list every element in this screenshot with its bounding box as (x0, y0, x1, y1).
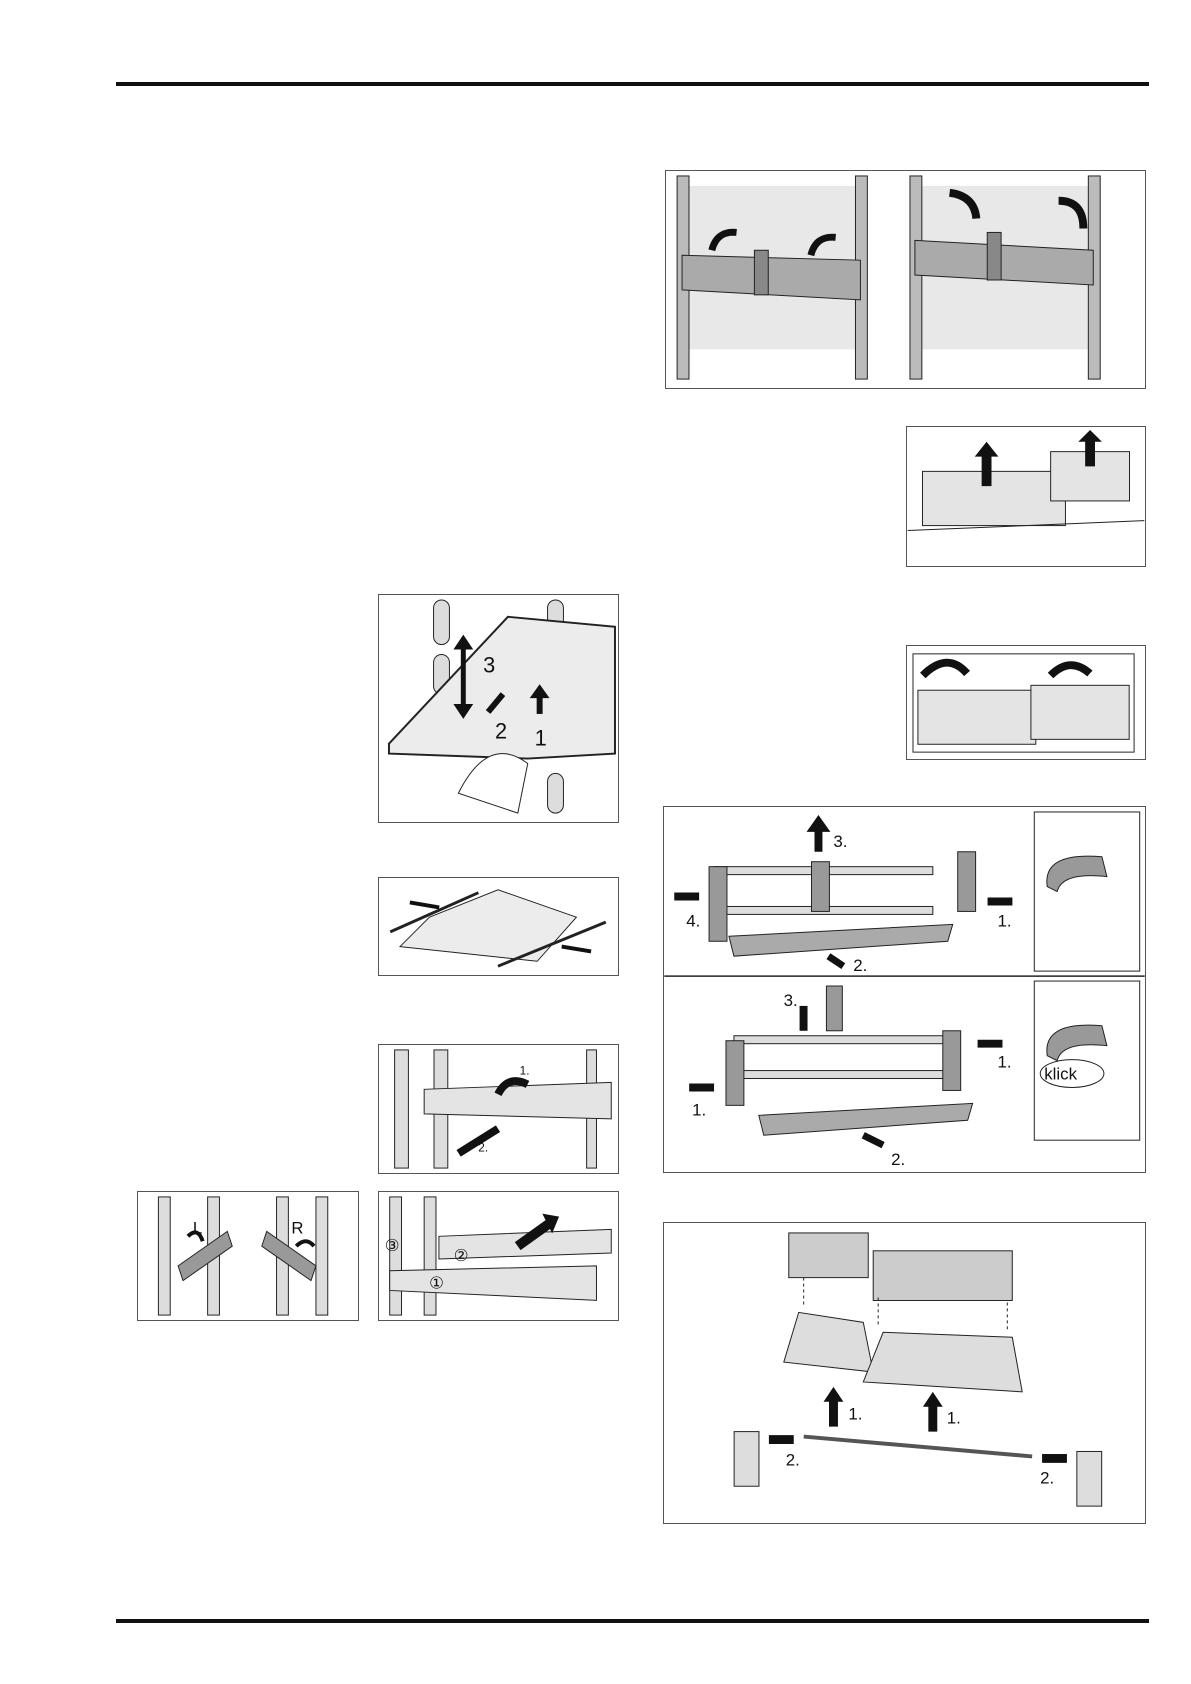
figure-split-shelf: ③ ② ① (378, 1191, 619, 1321)
door-boxes-label-2b: 2. (1040, 1468, 1054, 1487)
figure-boxes-tilt (906, 645, 1146, 760)
bar-remove-label-1: 1. (997, 911, 1011, 930)
bar-remove-label-4: 4. (686, 911, 700, 930)
bar-install-label-2: 2. (891, 1150, 905, 1169)
door-shelf-hooks-illustration (676, 175, 1101, 380)
door-boxes-label-2a: 2. (786, 1450, 800, 1469)
bar-install-label-1a: 1. (692, 1100, 706, 1119)
bar-install-label-3: 3. (784, 991, 798, 1010)
bar-remove-label-2: 2. (853, 956, 867, 975)
figure-door-shelf-hooks (665, 170, 1146, 389)
split-shelf-label-2: ② (454, 1246, 469, 1265)
bar-install-label-1b: 1. (997, 1053, 1011, 1072)
shelf-label-2: 2 (495, 719, 507, 744)
boxes-tilt-illustration (912, 653, 1135, 753)
door-bar-illustration: 3. 4. 1. 2. klick 3. 1. 1. 2. (664, 811, 1145, 1169)
figure-hinges: L R (137, 1191, 359, 1321)
shelf-label-1: 1 (535, 726, 547, 751)
bar-remove-label-3: 3. (833, 832, 847, 851)
figure-door-bar: 3. 4. 1. 2. klick 3. 1. 1. 2. (663, 806, 1146, 1173)
boxes-lift-illustration (907, 429, 1145, 532)
bottom-rule (116, 1619, 1149, 1623)
door-rail-label-2: 2. (478, 1140, 488, 1154)
door-rail-illustration: 1. 2. (394, 1049, 612, 1169)
shelf-glass-illustration: 3 2 1 (387, 599, 616, 814)
top-rule (116, 82, 1149, 86)
door-boxes-label-1a: 1. (848, 1405, 862, 1424)
glass-strips-illustration (389, 889, 607, 968)
shelf-label-3: 3 (483, 652, 495, 677)
hinge-label-right: R (291, 1218, 303, 1237)
split-shelf-illustration: ③ ② ① (385, 1196, 612, 1316)
hinge-label-left: L (193, 1218, 202, 1237)
figure-boxes-lift (906, 426, 1146, 567)
figure-glass-strips (378, 877, 619, 976)
split-shelf-label-1: ① (429, 1273, 444, 1292)
hinges-illustration: L R (157, 1196, 329, 1316)
figure-door-rail: 1. 2. (378, 1044, 619, 1174)
figure-door-boxes: 1. 1. 2. 2. (663, 1222, 1146, 1524)
door-rail-label-1: 1. (520, 1064, 530, 1078)
split-shelf-label-3: ③ (385, 1236, 400, 1255)
door-boxes-label-1b: 1. (947, 1409, 961, 1428)
door-boxes-illustration: 1. 1. 2. 2. (733, 1232, 1103, 1507)
bar-install-klick: klick (1044, 1065, 1077, 1084)
figure-shelf-glass: 3 2 1 (378, 594, 619, 823)
